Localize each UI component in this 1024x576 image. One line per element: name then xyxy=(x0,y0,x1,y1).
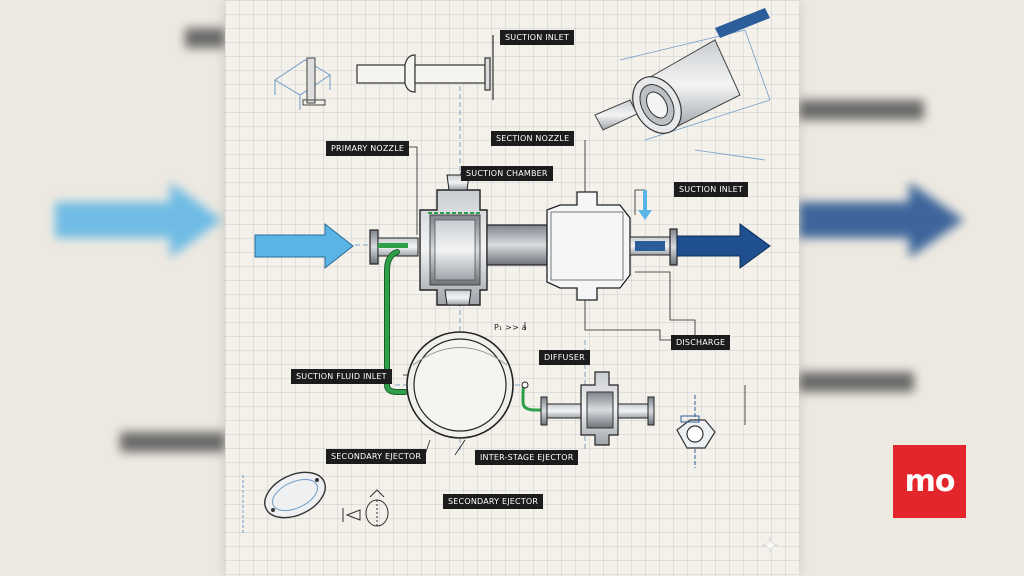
sparkle-icon xyxy=(761,536,779,554)
bottom-left-sketches xyxy=(242,471,389,535)
label-inter-stage-ejector: INTER-STAGE EJECTOR xyxy=(475,450,579,465)
inter-stage-ejector xyxy=(521,371,655,446)
top-nozzle-sketch xyxy=(356,35,494,100)
isometric-sketch-left xyxy=(274,57,331,110)
label-discharge: DISCHARGE xyxy=(671,335,731,350)
label-secondary-ejector: SECONDARY EJECTOR xyxy=(326,449,427,464)
secondary-ejector-ring xyxy=(406,331,514,439)
label-pressure-note: P₁ >> a xyxy=(494,323,527,332)
blurred-bar xyxy=(120,432,225,452)
blurred-bar xyxy=(185,28,225,48)
inlet-arrow-icon xyxy=(254,222,354,270)
discharge-arrow-icon xyxy=(676,223,771,269)
label-suction-inlet-right: SUCTION INLET xyxy=(674,182,748,197)
blurred-inlet-arrow-icon xyxy=(55,182,222,258)
small-inlet-arrow-icon xyxy=(638,190,652,220)
blueprint-sheet: SUCTION INLET PRIMARY NOZZLE SECTION NOZ… xyxy=(225,0,799,576)
ejector-diagram xyxy=(242,8,779,554)
blurred-discharge-arrow-icon xyxy=(799,182,964,258)
brand-logo: mo xyxy=(893,445,966,518)
label-suction-fluid-inlet: SUCTION FLUID INLET xyxy=(291,369,392,384)
blurred-bar xyxy=(799,372,914,392)
label-section-nozzle: SECTION NOZZLE xyxy=(491,131,575,146)
blurred-left-panel xyxy=(0,0,225,576)
label-suction-inlet-top: SUCTION INLET xyxy=(500,30,574,45)
main-ejector xyxy=(369,174,678,306)
blurred-right-panel xyxy=(799,0,1024,576)
label-secondary-ejector-bottom: SECONDARY EJECTOR xyxy=(443,494,544,509)
label-diffuser: DIFFUSER xyxy=(539,350,590,365)
flange-sketch xyxy=(676,395,716,468)
isometric-3d-part xyxy=(594,8,771,161)
blurred-bar xyxy=(799,100,924,120)
label-suction-chamber: SUCTION CHAMBER xyxy=(461,166,553,181)
label-primary-nozzle: PRIMARY NOZZLE xyxy=(326,141,410,156)
